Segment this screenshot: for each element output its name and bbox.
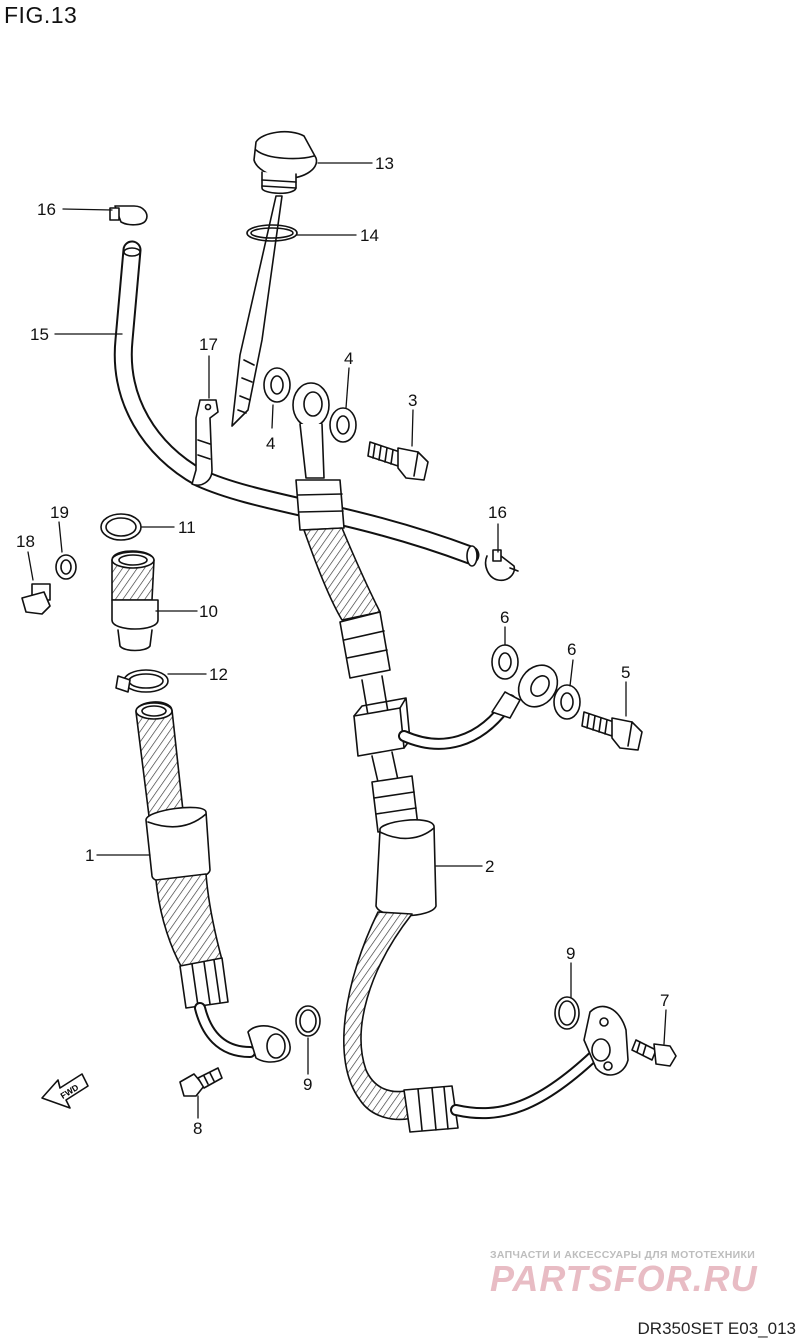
hose-clamp-16-top	[109, 205, 148, 226]
oil-hose-1	[135, 701, 291, 1063]
gasket-19	[55, 554, 77, 580]
gasket-19-inner	[60, 559, 72, 575]
callout-4-right: 4	[344, 349, 353, 368]
washer-6-right	[553, 684, 581, 720]
callout-11: 11	[178, 518, 196, 537]
o-ring-9-left-inner	[299, 1009, 317, 1033]
leader-lines	[27, 162, 667, 1119]
callout-6-right: 6	[567, 640, 576, 659]
callout-9-right: 9	[566, 944, 575, 963]
callout-4-left: 4	[266, 434, 275, 453]
bolt-8	[179, 1067, 223, 1097]
washer-4-left	[263, 367, 291, 403]
callout-12: 12	[209, 665, 228, 684]
callout-3: 3	[408, 391, 417, 410]
hose-union-10	[111, 550, 159, 652]
fwd-arrow-icon: FWD	[41, 1073, 89, 1109]
callout-13: 13	[375, 154, 394, 173]
watermark-tagline: ЗАПЧАСТИ И АКСЕССУАРЫ ДЛЯ МОТОТЕХНИКИ	[490, 1249, 756, 1261]
callout-15: 15	[30, 325, 49, 344]
callout-9-left: 9	[303, 1075, 312, 1094]
callout-19: 19	[50, 503, 69, 522]
callout-7: 7	[660, 991, 669, 1010]
bolt-7	[631, 1039, 677, 1067]
callout-18: 18	[16, 532, 35, 551]
diagram-code: DR350SET E03_013	[637, 1319, 796, 1338]
callout-8: 8	[193, 1119, 202, 1138]
washer-4-right	[329, 407, 357, 443]
hose-guide-bracket-17	[191, 399, 219, 486]
callout-16-right: 16	[488, 503, 507, 522]
callout-17: 17	[199, 335, 218, 354]
watermark-logo: PARTSFOR.RU	[490, 1258, 758, 1299]
callout-16-top: 16	[37, 200, 56, 219]
figure-title: FIG.13	[4, 2, 78, 28]
union-bolt-3	[367, 441, 429, 481]
callout-5: 5	[621, 663, 630, 682]
o-ring-14	[246, 224, 298, 242]
callout-6-left: 6	[500, 608, 509, 627]
oil-filler-cap-13	[231, 130, 318, 427]
hose-clamp-12	[115, 669, 169, 693]
o-ring-9-right-inner	[558, 1000, 576, 1026]
oil-hose-2	[292, 382, 629, 1133]
callout-labels: 16 15 13 14 17 4 4 3 16 11 19 18 10 12 6…	[16, 154, 669, 1138]
o-ring-14-inner	[250, 227, 294, 239]
hose-clamp-16-right	[484, 549, 519, 582]
drain-plug-18	[21, 583, 51, 615]
callout-10: 10	[199, 602, 218, 621]
callout-14: 14	[360, 226, 379, 245]
callout-2: 2	[485, 857, 494, 876]
union-bolt-5	[581, 711, 643, 751]
callout-1: 1	[85, 846, 94, 865]
washer-6-left	[491, 644, 519, 680]
o-ring-11-inner	[105, 517, 137, 537]
